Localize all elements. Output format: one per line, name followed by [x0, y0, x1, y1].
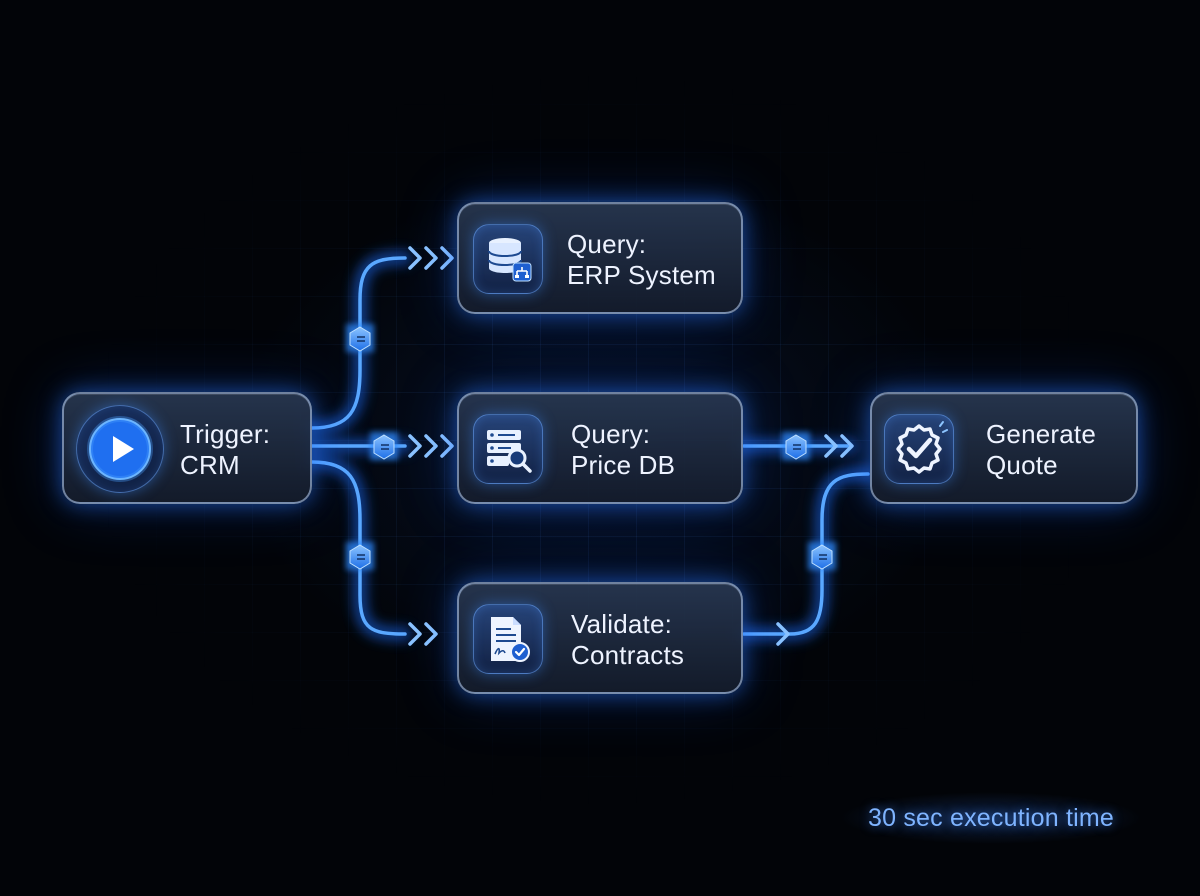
node-label: Query: ERP System [567, 229, 716, 290]
node-label: Query: Price DB [571, 419, 676, 480]
arrow-to-contracts [408, 622, 438, 646]
node-label: Validate: Contracts [571, 609, 685, 670]
signed-document-icon [473, 604, 543, 674]
packet-cube-icon [346, 542, 374, 570]
packet-cube-icon [808, 542, 836, 570]
server-search-icon [473, 414, 543, 484]
arrow-to-quote [824, 434, 854, 458]
arrow-contracts-out [776, 622, 790, 646]
badge-check-icon [884, 414, 954, 484]
edge-trigger-contracts [310, 460, 407, 636]
edge-contracts-quote [742, 472, 870, 636]
arrow-to-erp [408, 246, 454, 270]
data-packets [346, 324, 836, 570]
node-query-price-db[interactable]: Query: Price DB [457, 392, 743, 504]
node-query-erp[interactable]: Query: ERP System [457, 202, 743, 314]
execution-time-note: 30 sec execution time [836, 790, 1146, 846]
database-icon [473, 224, 543, 294]
execution-time-text: 30 sec execution time [868, 803, 1114, 832]
arrow-to-price [408, 434, 454, 458]
play-icon [76, 405, 164, 493]
node-trigger-crm[interactable]: Trigger: CRM [62, 392, 312, 504]
arrowheads [408, 246, 854, 646]
packet-cube-icon [346, 324, 374, 352]
node-label: Trigger: CRM [180, 419, 271, 480]
node-generate-quote[interactable]: Generate Quote [870, 392, 1138, 504]
packet-cube-icon [370, 432, 398, 460]
packet-cube-icon [782, 432, 810, 460]
node-validate-contracts[interactable]: Validate: Contracts [457, 582, 743, 694]
node-label: Generate Quote [986, 419, 1097, 480]
